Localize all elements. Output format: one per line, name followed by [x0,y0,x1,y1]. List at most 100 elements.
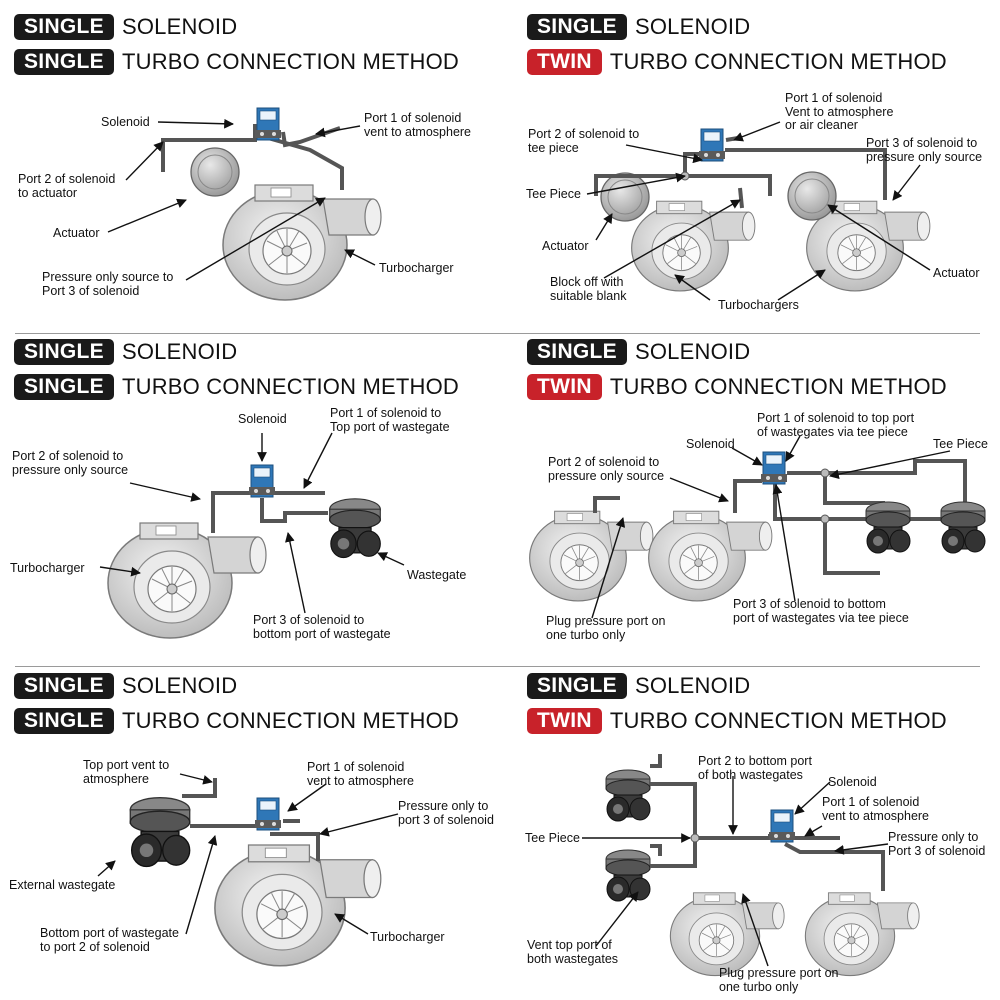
panel-4-diagram [529,435,986,619]
label-vent-top-ports: Vent top port of both wastegates [527,938,619,966]
label-port2-actuator: Port 2 of solenoid to actuator [18,172,116,200]
method-word: TURBO CONNECTION METHOD [121,708,460,733]
solenoid-count-badge: SINGLE [14,673,114,699]
label-turbocharger: Turbocharger [10,561,85,575]
panel-single-solenoid-single-turbo-wastegate: SINGLE SOLENOID SINGLE TURBO CONNECTION … [0,333,500,666]
method-word: TURBO CONNECTION METHOD [609,374,947,399]
turbocharger-icon [214,844,382,967]
solenoid-count-badge: SINGLE [14,14,114,40]
solenoid-word: SOLENOID [634,14,751,39]
solenoid-count-badge: SINGLE [527,339,627,365]
label-port1-vent: Port 1 of solenoid vent to atmosphere [822,795,930,823]
label-port1-vent: Port 1 of solenoid vent to atmosphere [364,111,472,139]
turbo-count-badge: SINGLE [14,374,114,400]
turbo-count-badge: SINGLE [14,708,114,734]
panel-6-diagram [582,754,920,977]
label-solenoid: Solenoid [828,775,877,789]
solenoid-icon [254,107,282,141]
method-header: TWIN TURBO CONNECTION METHOD [527,48,947,76]
actuator-left-icon [600,172,650,222]
solenoid-icon [698,128,726,162]
solenoid-icon [768,809,796,843]
solenoid-header: SINGLE SOLENOID [14,338,237,366]
method-word: TURBO CONNECTION METHOD [609,49,947,74]
panel-single-solenoid-twin-turbo-wastegate: SINGLE SOLENOID TWIN TURBO CONNECTION ME… [500,333,1000,666]
label-turbocharger: Turbocharger [370,930,445,944]
solenoid-word: SOLENOID [121,14,238,39]
turbocharger-icon [222,184,382,301]
solenoid-header: SINGLE SOLENOID [527,338,750,366]
label-turbochargers: Turbochargers [718,298,799,312]
wastegate-lower-icon [605,849,651,902]
label-wastegate: Wastegate [407,568,467,582]
label-solenoid: Solenoid [101,115,150,129]
panel-single-solenoid-single-turbo-external-wastegate: SINGLE SOLENOID SINGLE TURBO CONNECTION … [0,666,500,999]
wastegate-left-icon [865,501,911,554]
label-tee-piece: Tee Piece [933,437,988,451]
label-port3-pressure: Port 3 of solenoid to pressure only sour… [866,136,983,164]
solenoid-word: SOLENOID [634,339,751,364]
label-actuator: Actuator [53,226,100,240]
label-port2-pressure: Port 2 of solenoid to pressure only sour… [548,455,665,483]
solenoid-word: SOLENOID [121,339,238,364]
wastegate-right-icon [940,501,986,554]
turbocharger-right-icon [648,510,773,602]
panel-single-solenoid-twin-turbo-external-wastegates: SINGLE SOLENOID TWIN TURBO CONNECTION ME… [500,666,1000,999]
label-pressure-port3: Pressure only to port 3 of solenoid [398,799,494,827]
label-actuator-right: Actuator [933,266,980,280]
panel-single-solenoid-single-turbo-actuator: SINGLE SOLENOID SINGLE TURBO CONNECTION … [0,0,500,333]
actuator-icon [190,147,240,197]
method-word: TURBO CONNECTION METHOD [121,374,460,399]
method-header: TWIN TURBO CONNECTION METHOD [527,707,947,735]
turbo-count-badge: TWIN [527,708,602,734]
label-pressure-port3: Pressure only to Port 3 of solenoid [888,830,986,858]
turbocharger-left-icon [529,510,654,602]
solenoid-header: SINGLE SOLENOID [527,13,750,41]
solenoid-header: SINGLE SOLENOID [527,672,750,700]
solenoid-icon [760,451,788,485]
label-top-port-vent: Top port vent to atmosphere [83,758,170,786]
wastegate-upper-icon [605,769,651,822]
label-port3-bottom-wastegate: Port 3 of solenoid to bottom port of was… [253,613,391,641]
label-block-off: Block off with suitable blank [550,275,627,303]
turbo-count-badge: TWIN [527,374,602,400]
method-header: SINGLE TURBO CONNECTION METHOD [14,373,459,401]
label-tee-piece: Tee Piece [526,187,581,201]
wastegate-icon [329,498,381,559]
row-divider [15,333,980,334]
row-divider [15,666,980,667]
turbocharger-icon [107,522,267,639]
panel-3-diagram [99,432,405,639]
actuator-right-icon [787,171,837,221]
solenoid-icon [254,797,282,831]
solenoid-count-badge: SINGLE [527,14,627,40]
label-tee-piece: Tee Piece [525,831,580,845]
label-actuator-left: Actuator [542,239,589,253]
label-port1-top-wastegates: Port 1 of solenoid to top port of wasteg… [757,411,915,439]
turbocharger-right-icon [804,892,920,977]
method-header: SINGLE TURBO CONNECTION METHOD [14,48,459,76]
label-plug-pressure-port: Plug pressure port on one turbo only [719,966,839,994]
label-plug-pressure-port: Plug pressure port on one turbo only [546,614,666,642]
label-port1-top-wastegate: Port 1 of solenoid to Top port of wasteg… [330,406,450,434]
solenoid-count-badge: SINGLE [14,339,114,365]
label-port2-tee: Port 2 of solenoid to tee piece [528,127,640,155]
method-word: TURBO CONNECTION METHOD [609,708,947,733]
solenoid-count-badge: SINGLE [527,673,627,699]
turbo-count-badge: TWIN [527,49,602,75]
solenoid-word: SOLENOID [121,673,238,698]
label-pressure-source: Pressure only source to Port 3 of soleno… [42,270,174,298]
label-port1-vent: Port 1 of solenoid Vent to atmosphere or… [785,91,894,132]
label-external-wastegate: External wastegate [9,878,116,892]
panel-single-solenoid-twin-turbo-actuator: SINGLE SOLENOID TWIN TURBO CONNECTION ME… [500,0,1000,333]
solenoid-header: SINGLE SOLENOID [14,13,237,41]
label-solenoid: Solenoid [238,412,287,426]
solenoid-icon [248,464,276,498]
panel-2-diagram [586,121,931,301]
label-turbocharger: Turbocharger [379,261,454,275]
label-solenoid: Solenoid [686,437,735,451]
label-port3-bottom-wastegates: Port 3 of solenoid to bottom port of was… [733,597,909,625]
solenoid-word: SOLENOID [634,673,751,698]
method-header: TWIN TURBO CONNECTION METHOD [527,373,947,401]
panel-5-diagram [97,773,399,967]
